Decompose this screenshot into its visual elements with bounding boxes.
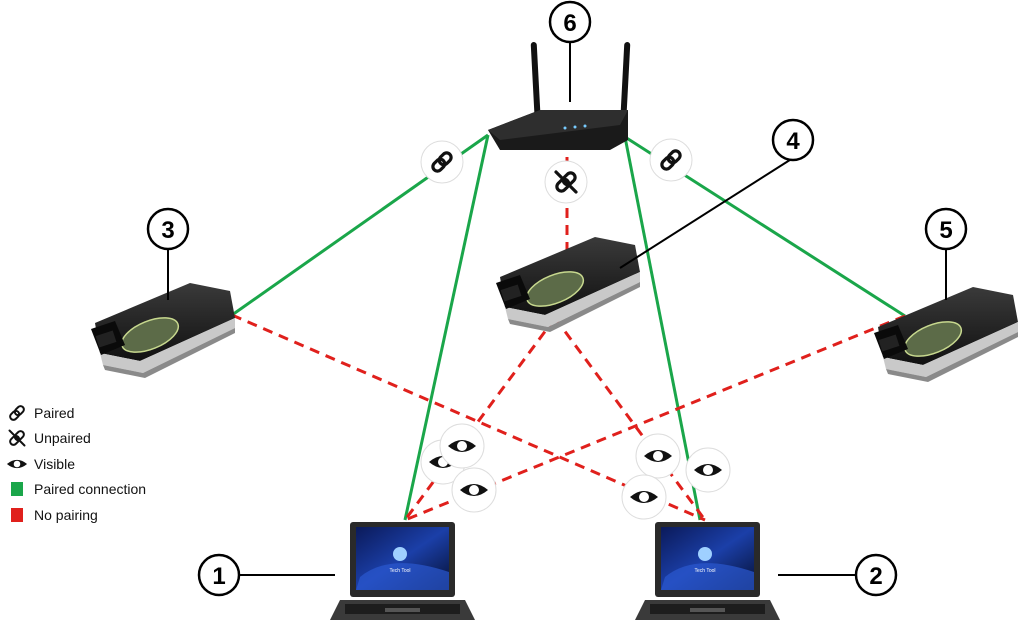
link-icon [420,140,464,184]
no-pair-line-dongle4-laptop1 [403,317,557,521]
unlink-icon [6,427,28,449]
legend-row-paired: Paired [6,400,146,426]
laptop-2: Tech Tool [635,522,780,620]
eye-icon [439,423,485,469]
unlink-icon [544,160,588,204]
eye-icon [621,474,667,520]
callout-5: 5 [924,207,968,251]
legend-row-unpaired: Unpaired [6,426,146,452]
eye-icon [451,467,497,513]
legend-label-unpaired: Unpaired [34,430,91,447]
legend-label-no-pairing: No pairing [34,506,98,523]
callout-2-number: 2 [869,563,882,590]
callout-1-number: 1 [212,563,225,590]
eye-icon [685,447,731,493]
dongle-4 [495,236,641,333]
callout-2: 2 [854,553,898,597]
callout-3: 3 [146,207,190,251]
callout-4: 4 [771,118,815,162]
laptop-1: Tech Tool [330,522,475,620]
eye-icon [6,453,28,475]
link-icon [649,138,693,182]
paired-line-router-laptop1 [403,134,490,521]
callout-5-number: 5 [939,217,952,244]
router-antenna-right [619,42,631,132]
callout-4-number: 4 [786,128,800,155]
dongle-3 [90,282,236,379]
no-pairing-swatch [6,504,28,526]
router-antenna-left [530,42,542,132]
laptop-2-screen-text: Tech Tool [694,568,715,574]
callout-6-number: 6 [563,10,576,37]
eye-icon [635,433,681,479]
legend-row-no-pairing: No pairing [6,502,146,528]
router [488,42,631,150]
legend-label-paired: Paired [34,404,75,421]
laptop-1-screen-text: Tech Tool [389,568,410,574]
callout-6: 6 [548,0,592,44]
callout-leaders [167,42,947,576]
callout-1: 1 [197,553,241,597]
legend-row-visible: Visible [6,451,146,477]
legend: Paired Unpaired Visible Paired connectio… [6,400,146,528]
no-pair-line-dongle4-laptop2 [553,317,707,521]
legend-row-paired-connection: Paired connection [6,477,146,503]
callout-3-number: 3 [161,217,174,244]
legend-label-paired-connection: Paired connection [34,481,147,498]
paired-connection-swatch [6,478,28,500]
legend-label-visible: Visible [34,455,75,472]
paired-line-router-laptop2 [623,136,702,521]
dongle-5 [873,286,1019,383]
link-icon [6,402,28,424]
